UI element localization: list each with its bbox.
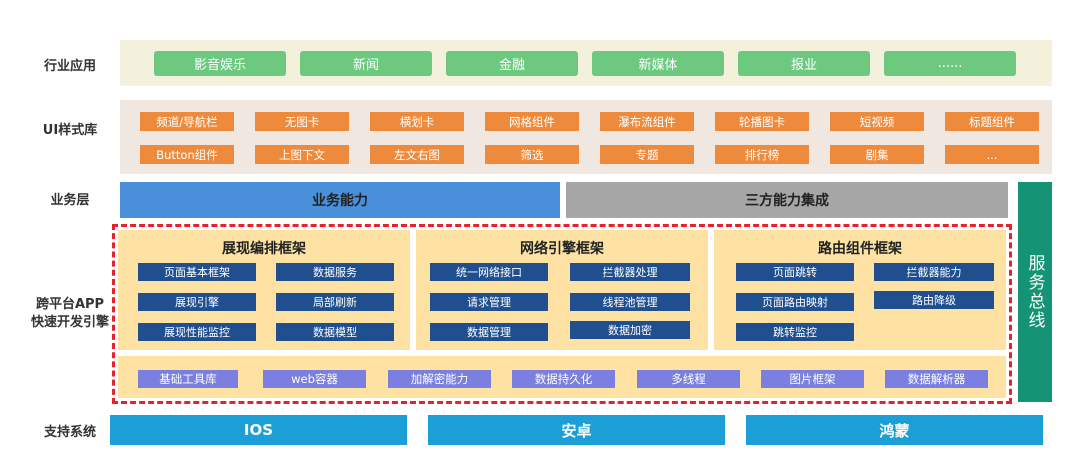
framework-item: 展现引擎: [138, 293, 256, 311]
framework-item: 页面跳转: [736, 263, 854, 281]
industry-app-item: 影音娱乐: [154, 51, 286, 76]
base-tool-item: 多线程: [637, 370, 740, 388]
engine-dashed-frame: [112, 224, 1012, 404]
ui-component-item: 网格组件: [485, 112, 579, 131]
os-bar-android: 安卓: [428, 415, 725, 445]
ui-component-item: 频道/导航栏: [140, 112, 234, 131]
row-label-engine-line1: 跨平台APP: [35, 297, 105, 312]
ui-component-item: 瀑布流组件: [600, 112, 694, 131]
service-bus: 服务总线: [1018, 182, 1052, 402]
base-tool-item: 图片框架: [761, 370, 864, 388]
ui-component-item: 无图卡: [255, 112, 349, 131]
framework-item: 路由降级: [874, 291, 994, 309]
os-bar-ios: IOS: [110, 415, 407, 445]
base-tool-item: 数据解析器: [885, 370, 988, 388]
framework-item: 数据服务: [276, 263, 394, 281]
framework-item: 页面路由映射: [736, 293, 854, 311]
framework-item: 局部刷新: [276, 293, 394, 311]
row-label-industry: 行业应用: [43, 59, 96, 74]
row-label-engine: 跨平台APP 快速开发引擎: [14, 296, 126, 331]
ui-component-item: 专题: [600, 145, 694, 164]
row-label-platforms: 支持系统: [43, 425, 96, 440]
ui-component-item: 标题组件: [945, 112, 1039, 131]
framework-title: 展现编排框架: [222, 241, 306, 257]
framework-item: 拦截器能力: [874, 263, 994, 281]
base-tool-item: web容器: [263, 370, 366, 388]
ui-component-item: 剧集: [830, 145, 924, 164]
industry-app-item: 金融: [446, 51, 578, 76]
framework-item: 页面基本框架: [138, 263, 256, 281]
ui-component-item: 排行榜: [715, 145, 809, 164]
ui-component-item: 左文右图: [370, 145, 464, 164]
row-label-engine-line2: 快速开发引擎: [30, 314, 109, 330]
framework-title: 路由组件框架: [818, 241, 902, 257]
industry-app-item: 新媒体: [592, 51, 724, 76]
framework-item: 拦截器处理: [570, 263, 690, 281]
third-party-integration-bar: 三方能力集成: [566, 182, 1008, 218]
ui-component-item: 横划卡: [370, 112, 464, 131]
framework-item: 数据模型: [276, 323, 394, 341]
ui-component-item: 短视频: [830, 112, 924, 131]
framework-item: 展现性能监控: [138, 323, 256, 341]
framework-item: 线程池管理: [570, 293, 690, 311]
ui-component-item: 筛选: [485, 145, 579, 164]
base-tool-item: 基础工具库: [138, 370, 238, 388]
ui-component-item: ...: [945, 145, 1039, 164]
framework-item: 数据加密: [570, 321, 690, 339]
ui-component-item: 上图下文: [255, 145, 349, 164]
base-tool-item: 数据持久化: [512, 370, 615, 388]
business-capability-bar: 业务能力: [120, 182, 560, 218]
row-label-ui-library: UI样式库: [42, 123, 98, 138]
framework-title: 网络引擎框架: [520, 241, 604, 257]
os-bar-harmony: 鸿蒙: [746, 415, 1043, 445]
base-tool-item: 加解密能力: [388, 370, 491, 388]
service-bus-label: 服务总线: [1024, 254, 1045, 330]
industry-app-item: 新闻: [300, 51, 432, 76]
ui-component-item: Button组件: [140, 145, 234, 164]
industry-app-item: 报业: [738, 51, 870, 76]
industry-app-item: ......: [884, 51, 1016, 76]
framework-item: 统一网络接口: [430, 263, 548, 281]
framework-item: 数据管理: [430, 323, 548, 341]
ui-component-item: 轮播图卡: [715, 112, 809, 131]
row-label-business: 业务层: [50, 193, 90, 208]
framework-item: 跳转监控: [736, 323, 854, 341]
framework-item: 请求管理: [430, 293, 548, 311]
